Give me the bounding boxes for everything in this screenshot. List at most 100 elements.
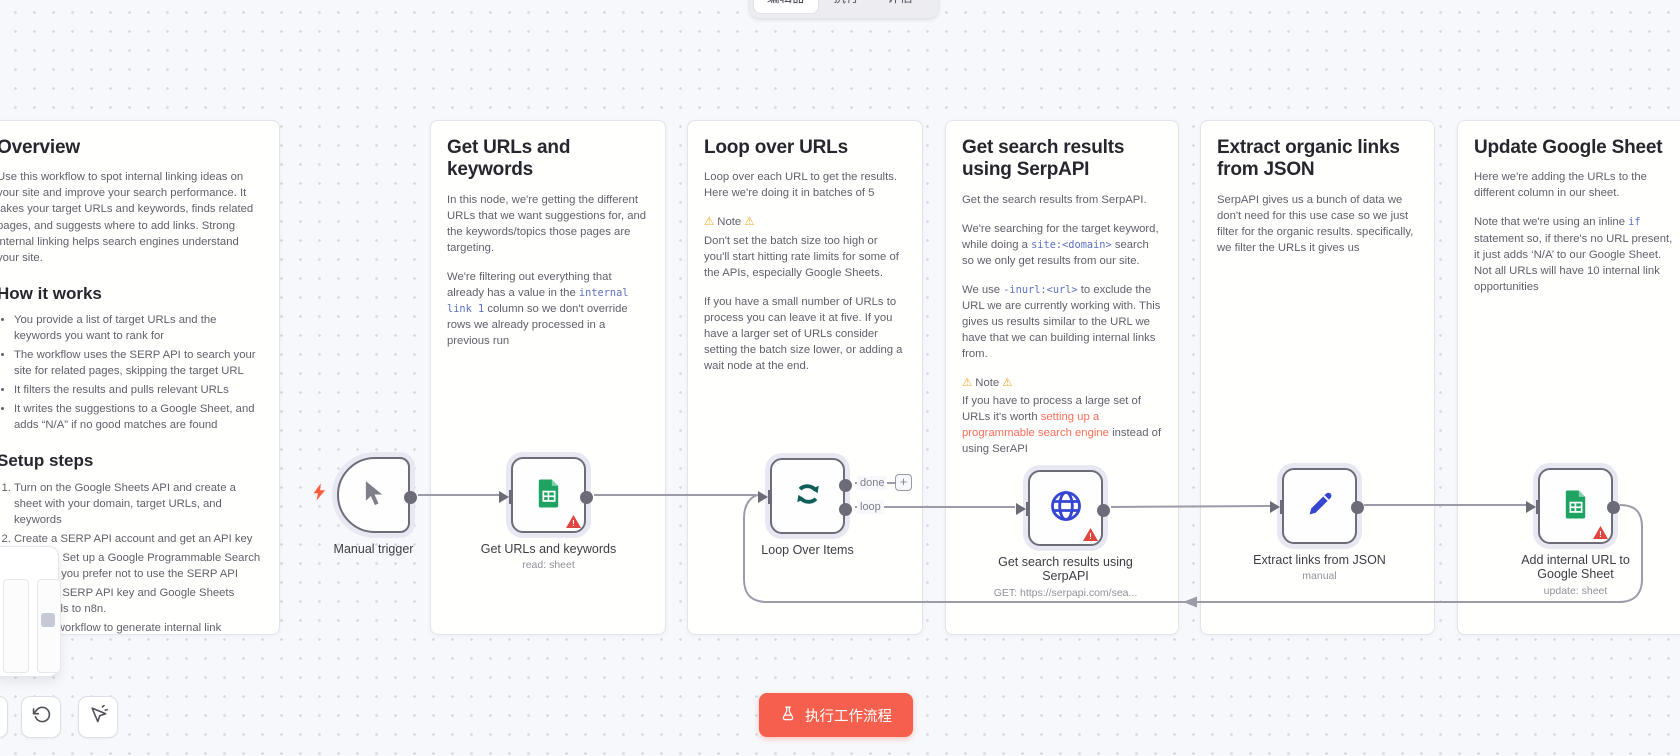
note-paragraph: Don't set the batch size too high or you… — [704, 234, 899, 279]
execute-workflow-label: 执行工作流程 — [805, 708, 892, 725]
note-heading: Get URLs and keywords — [447, 137, 571, 181]
note-list-item: It filters the results and pulls relevan… — [14, 382, 263, 398]
note-paragraph: Loop over each URL to get the results. H… — [704, 171, 897, 200]
node-subtitle: read: sheet — [522, 559, 575, 572]
google-sheets-icon — [532, 476, 566, 515]
node-add-internal-url-to-google-sheet[interactable]: ! — [1526, 468, 1620, 544]
note-paragraph: We're filtering out everything that alre… — [447, 269, 649, 349]
node-label: Get search results using SerpAPI — [998, 555, 1133, 584]
note-list-item: The workflow uses the SERP API to search… — [14, 347, 263, 379]
cursor-icon — [359, 478, 389, 513]
node-label: Get URLs and keywords — [480, 542, 617, 556]
note-text: column so we don't override rows we alre… — [447, 303, 628, 348]
input-port[interactable] — [1270, 500, 1283, 514]
note-paragraph: In this node, we're getting the differen… — [447, 193, 647, 254]
note-paragraph: If you have a small number of URLs to pr… — [704, 295, 903, 372]
node-warning-icon: ! — [1083, 528, 1098, 541]
loop-icon — [791, 477, 825, 516]
note-text: If you have to process a large set of UR… — [962, 395, 1141, 424]
output-port[interactable] — [1351, 501, 1364, 514]
view-tabbar: 编辑器 执行 评估 — [750, 0, 938, 18]
globe-icon — [1048, 488, 1084, 529]
node-get-search-results-serpapi[interactable]: ! — [1016, 470, 1110, 546]
warning-icon: ⚠ — [962, 377, 973, 390]
tab-editor[interactable]: 编辑器 — [754, 0, 818, 13]
note-heading: Extract organic links from JSON — [1217, 137, 1400, 181]
note-list-item: Turn on the Google Sheets API and create… — [14, 480, 263, 528]
output-port[interactable] — [404, 490, 417, 504]
preview-popup[interactable] — [0, 546, 61, 677]
node-subtitle: GET: https://serpapi.com/sea... — [993, 586, 1138, 599]
note-paragraph: If you have to process a large set of UR… — [962, 393, 1162, 457]
note-text: to exclude the URL we are currently work… — [962, 283, 1161, 361]
note-paragraph: We use -inurl:<url> to exclude the URL w… — [962, 282, 1162, 362]
inline-code: site:<domain> — [1031, 238, 1112, 251]
undo-button[interactable] — [21, 696, 61, 738]
tidy-up-pointer-icon — [89, 704, 108, 729]
preview-skeleton-square — [41, 613, 55, 627]
note-list-item: Run the workflow to generate internal li… — [14, 620, 263, 634]
warning-icon: ⚠ — [744, 216, 755, 229]
trigger-lightning-icon — [313, 483, 326, 506]
tidy-up-button[interactable] — [78, 696, 118, 738]
note-heading: How it works — [0, 283, 102, 303]
note-list: You provide a list of target URLs and th… — [0, 312, 263, 433]
warning-icon: ⚠ — [1002, 377, 1013, 390]
note-heading: Update Google Sheet — [1474, 137, 1663, 158]
undo-icon — [32, 705, 51, 729]
pencil-icon — [1304, 488, 1336, 525]
note-text: Note — [714, 216, 745, 229]
note-text: We're searching for the target keyword, … — [962, 222, 1159, 251]
node-manual-trigger[interactable] — [337, 457, 417, 533]
note-text: Note that we're using an inline — [1474, 216, 1629, 229]
note-paragraph: ⚠ Note ⚠ — [962, 375, 1162, 391]
note-heading: Overview — [0, 137, 80, 158]
add-node-button[interactable]: + — [895, 474, 912, 491]
note-list-item: Optional: Set up a Google Programmable S… — [14, 550, 263, 582]
google-sheets-icon — [1559, 487, 1593, 526]
node-label: Manual trigger — [333, 542, 414, 556]
output-port[interactable] — [580, 490, 593, 504]
inline-code: if — [1628, 216, 1641, 229]
input-port[interactable] — [1016, 502, 1029, 516]
note-list-item: It writes the suggestions to a Google Sh… — [14, 401, 263, 433]
output-port-loop[interactable] — [839, 502, 852, 516]
node-warning-icon: ! — [566, 515, 581, 528]
warning-icon: ⚠ — [704, 216, 715, 229]
note-paragraph: Get the search results from SerpAPI. — [962, 193, 1147, 206]
note-paragraph: We're searching for the target keyword, … — [962, 221, 1162, 269]
flask-icon — [780, 705, 796, 726]
node-label: Extract links from JSON — [1253, 553, 1386, 567]
note-heading: Loop over URLs — [704, 137, 848, 158]
inline-code: internal link 1 — [447, 286, 629, 315]
node-warning-icon: ! — [1593, 526, 1608, 539]
input-port[interactable] — [1526, 500, 1539, 514]
sticky-note-get-urls[interactable]: Get URLs and keywords In this node, we're… — [430, 120, 666, 635]
output-port-done[interactable] — [839, 478, 852, 492]
note-paragraph: Note that we're using an inline if state… — [1474, 214, 1675, 294]
execute-workflow-button[interactable]: 执行工作流程 — [759, 693, 913, 737]
node-get-urls-and-keywords[interactable]: ! — [499, 457, 593, 533]
note-link[interactable]: setting up a programmable search engine — [962, 411, 1109, 440]
input-port[interactable] — [758, 490, 771, 504]
note-heading: Setup steps — [0, 451, 94, 471]
tab-executions[interactable]: 执行 — [821, 0, 872, 13]
output-label-loop: loop — [857, 500, 884, 514]
note-list: Turn on the Google Sheets API and create… — [0, 480, 263, 634]
node-loop-over-items[interactable] — [758, 458, 852, 534]
inline-code: -inurl:<url> — [1003, 283, 1078, 296]
note-list-item: Create a SERP API account and get an API… — [14, 531, 263, 547]
node-subtitle: update: sheet — [1543, 584, 1608, 597]
note-text: Note — [972, 377, 1003, 390]
output-port[interactable] — [1097, 503, 1110, 517]
canvas-button-partial[interactable] — [0, 696, 8, 738]
note-text: statement so, if there's no URL present,… — [1474, 232, 1673, 293]
node-extract-links-from-json[interactable] — [1270, 468, 1364, 544]
node-subtitle: manual — [1302, 570, 1337, 583]
note-list-item: You provide a list of target URLs and th… — [14, 312, 263, 344]
tab-evaluations[interactable]: 评估 — [875, 0, 926, 13]
input-port[interactable] — [499, 490, 512, 504]
output-port[interactable] — [1607, 501, 1620, 514]
